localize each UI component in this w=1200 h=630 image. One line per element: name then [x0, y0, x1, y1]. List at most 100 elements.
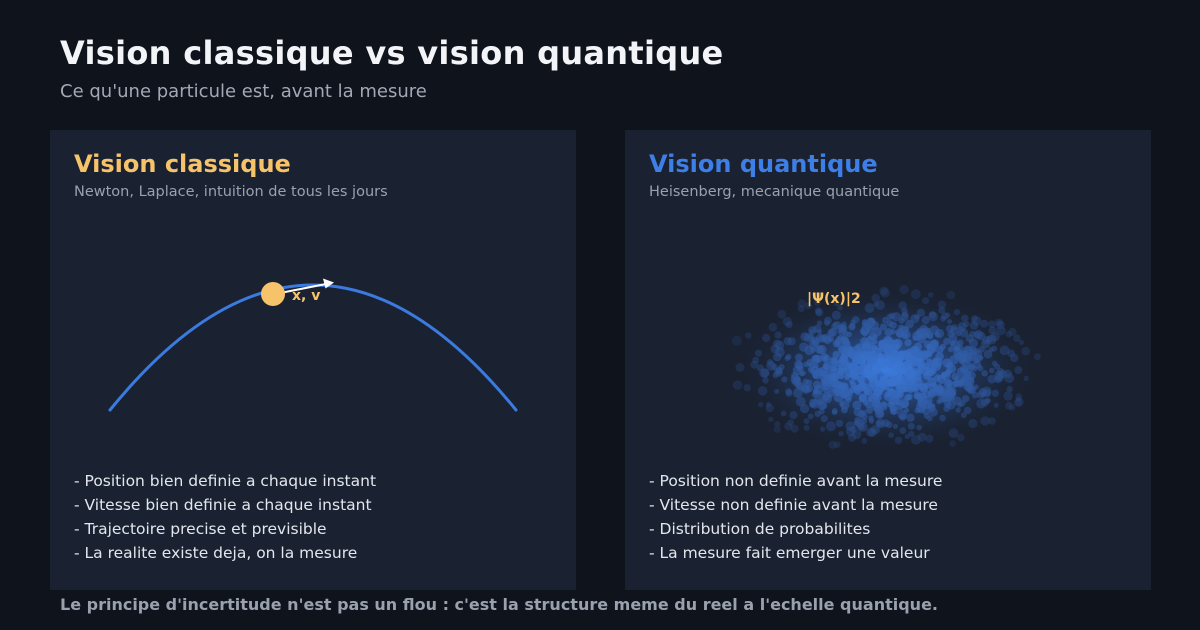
cloud-dot — [871, 293, 880, 303]
cloud-dot — [795, 396, 806, 407]
cloud-dot — [799, 342, 809, 352]
cloud-dot — [866, 406, 873, 414]
cloud-dot — [813, 384, 824, 394]
cloud-dot — [1015, 397, 1022, 403]
cloud-dot — [955, 407, 961, 413]
cloud-dot — [765, 401, 772, 408]
cloud-dot — [840, 367, 847, 373]
cloud-dot — [848, 362, 855, 369]
cloud-dot — [925, 434, 934, 443]
cloud-dot — [983, 349, 993, 359]
cloud-dot — [911, 435, 921, 445]
cloud-dot — [968, 418, 978, 429]
cloud-dot — [894, 436, 903, 444]
classical-figure: x, v — [108, 278, 518, 412]
classical-title: Vision classique — [74, 150, 291, 178]
cloud-dot — [868, 428, 877, 437]
cloud-dot — [864, 369, 874, 379]
cloud-dot — [765, 404, 774, 413]
cloud-dot — [847, 349, 856, 359]
wavefunction-label: |Ψ(x)|2 — [807, 291, 861, 307]
cloud-dot — [853, 355, 859, 361]
cloud-dot — [797, 299, 807, 308]
cloud-dot — [894, 391, 902, 399]
classical-panel: Vision classique Newton, Laplace, intuit… — [50, 130, 576, 590]
cloud-dot — [936, 399, 942, 405]
cloud-dot — [1007, 349, 1016, 358]
quantum-subtitle: Heisenberg, mecanique quantique — [649, 184, 900, 200]
cloud-dot — [852, 316, 860, 324]
cloud-dot — [949, 340, 956, 347]
cloud-dot — [879, 344, 888, 353]
cloud-dot — [879, 402, 888, 411]
cloud-dot — [912, 331, 922, 341]
cloud-dot — [785, 353, 792, 360]
cloud-dot — [871, 399, 881, 408]
cloud-dot — [858, 422, 868, 432]
cloud-dot — [876, 410, 884, 418]
cloud-dot — [980, 319, 989, 328]
cloud-dot — [1013, 334, 1021, 342]
cloud-dot — [1004, 373, 1015, 384]
cloud-dot — [805, 384, 814, 393]
cloud-dot — [773, 425, 781, 433]
cloud-dot — [750, 360, 759, 369]
cloud-dot — [1008, 327, 1017, 336]
cloud-dot — [899, 427, 907, 435]
cloud-dot — [892, 423, 899, 429]
cloud-dot — [998, 369, 1007, 379]
cloud-dot — [869, 350, 877, 358]
cloud-dot — [936, 374, 946, 384]
cloud-dot — [996, 325, 1006, 336]
cloud-dot — [880, 288, 890, 298]
cloud-dot — [943, 405, 950, 413]
cloud-dot — [884, 384, 890, 390]
cloud-dot — [840, 356, 849, 365]
cloud-dot — [895, 400, 901, 406]
cloud-dot — [994, 363, 1001, 370]
cloud-dot — [785, 388, 792, 395]
cloud-dot — [800, 332, 810, 342]
cloud-dot — [811, 354, 821, 365]
cloud-dot — [762, 333, 771, 343]
cloud-dot — [904, 394, 911, 401]
cloud-dot — [832, 321, 842, 330]
cloud-dot — [832, 350, 840, 359]
cloud-dot — [904, 407, 910, 413]
cloud-dot — [897, 351, 904, 358]
cloud-dot — [925, 331, 934, 339]
cloud-dot — [947, 346, 954, 353]
cloud-dot — [820, 426, 826, 432]
cloud-dot — [835, 340, 842, 348]
cloud-dot — [926, 358, 933, 365]
cloud-dot — [949, 440, 956, 447]
list-item: - Distribution de probabilites — [649, 520, 871, 538]
cloud-dot — [879, 323, 888, 331]
cloud-dot — [775, 347, 785, 357]
cloud-dot — [774, 420, 781, 427]
cloud-dot — [884, 328, 893, 337]
cloud-dot — [787, 419, 795, 427]
cloud-dot — [884, 372, 891, 378]
cloud-dot — [735, 363, 745, 372]
cloud-dot — [922, 390, 931, 399]
cloud-dot — [777, 309, 787, 319]
cloud-dot — [907, 422, 915, 430]
cloud-dot — [1014, 366, 1023, 374]
cloud-dot — [848, 323, 856, 331]
cloud-dot — [939, 414, 946, 422]
cloud-dot — [901, 332, 909, 340]
cloud-dot — [898, 379, 906, 386]
cloud-dot — [995, 318, 1003, 326]
cloud-dot — [913, 383, 921, 391]
cloud-dot — [908, 430, 915, 437]
cloud-dot — [976, 331, 986, 341]
cloud-dot — [954, 351, 963, 360]
particle-dot — [261, 282, 285, 306]
cloud-dot — [876, 420, 882, 427]
cloud-dot — [848, 433, 857, 442]
cloud-dot — [914, 407, 921, 414]
cloud-dot — [947, 319, 952, 324]
cloud-dot — [923, 412, 930, 419]
cloud-dot — [813, 324, 822, 333]
